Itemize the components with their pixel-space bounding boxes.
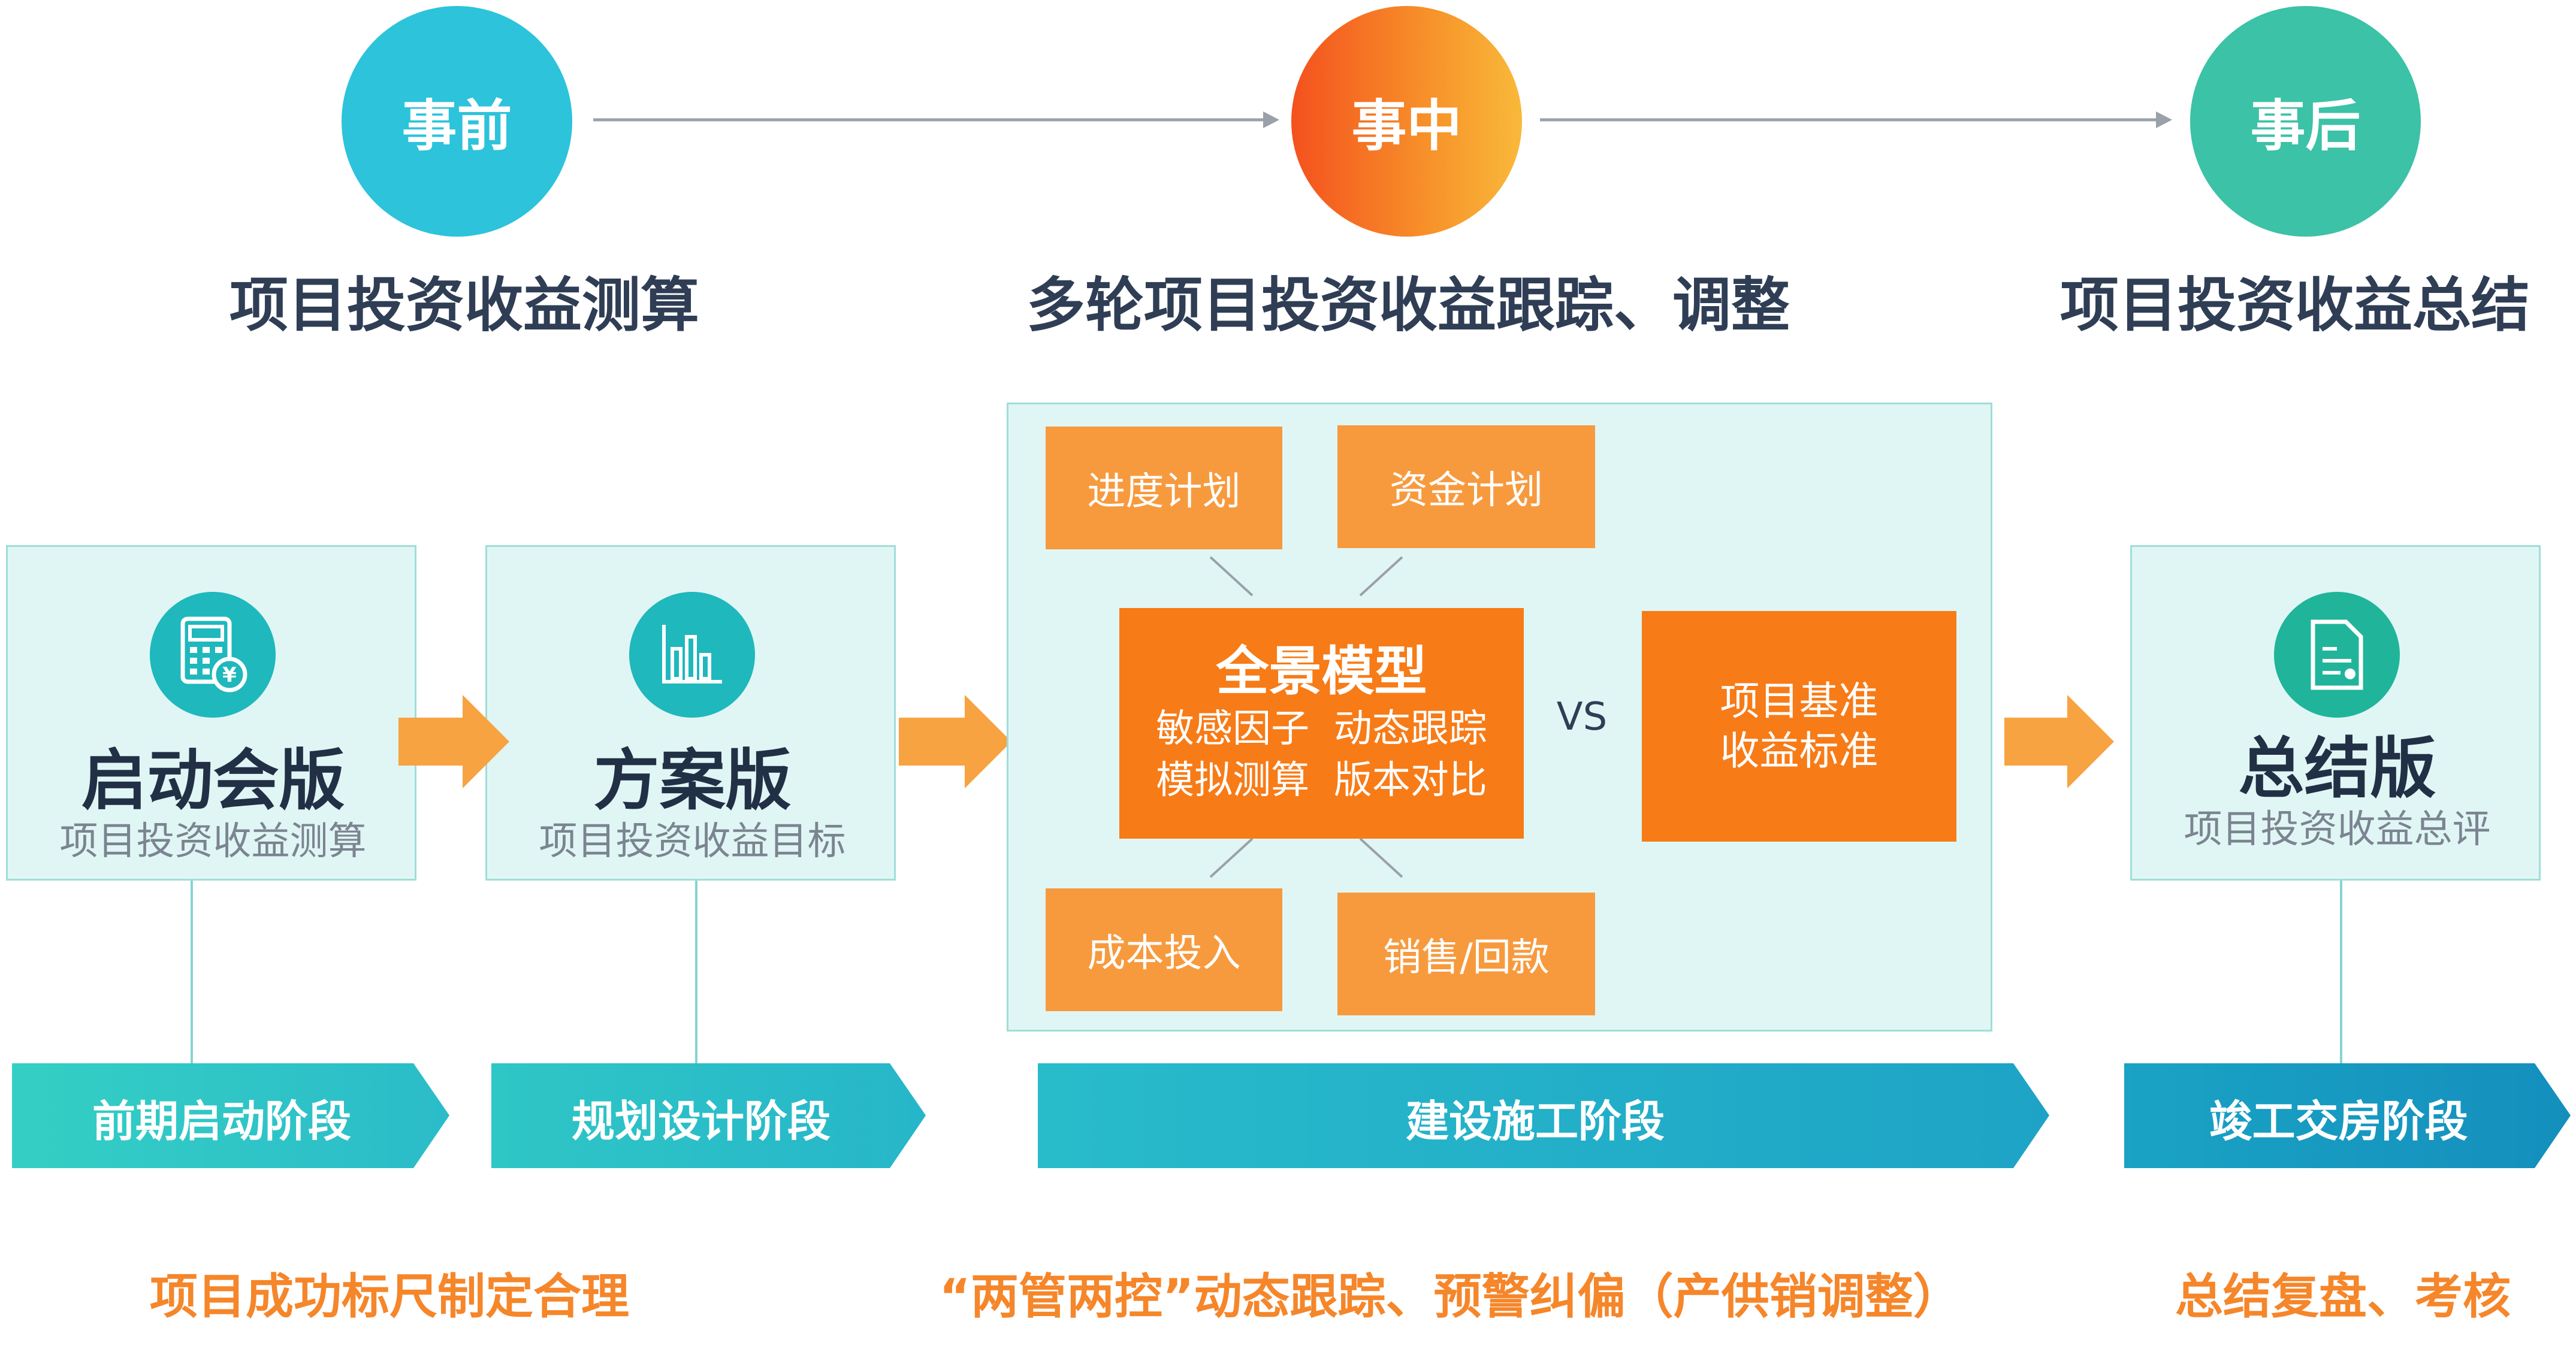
stage-plan-title: 方案版 xyxy=(593,742,792,819)
baseline-box: 项目基准 收益标准 xyxy=(1642,611,1956,842)
stage-kickoff-box: ¥ 启动会版 项目投资收益测算 xyxy=(6,545,416,881)
banner-handover-shape xyxy=(2124,1063,2571,1168)
phase-during-label: 事中 xyxy=(1351,94,1462,158)
panorama-model-title: 全景模型 xyxy=(1216,640,1427,703)
flow-arrows xyxy=(398,695,2114,788)
stage-summary-box: 总结版 项目投资收益总评 xyxy=(2130,545,2541,881)
timeline-arrows xyxy=(593,111,2172,128)
connector-kickoff xyxy=(191,881,193,1063)
note-middle: “两管两控”动态跟踪、预警纠偏（产供销调整） xyxy=(939,1269,1961,1324)
phase-after-title: 项目投资收益总结 xyxy=(2059,271,2530,340)
banner-design: 规划设计阶段 xyxy=(571,1096,831,1147)
banner-early-shape xyxy=(12,1063,449,1168)
banner-handover: 竣工交房阶段 xyxy=(2209,1096,2468,1147)
connector-plan xyxy=(695,881,697,1063)
svg-text:¥: ¥ xyxy=(222,663,237,687)
note-left: 项目成功标尺制定合理 xyxy=(150,1269,629,1324)
panorama-model-line2: 模拟测算 版本对比 xyxy=(1156,758,1487,803)
funding-plan-box: 资金计划 xyxy=(1337,425,1595,548)
document-icon xyxy=(2274,592,2400,718)
note-right: 总结复盘、考核 xyxy=(2175,1269,2511,1324)
connector-summary xyxy=(2340,881,2342,1063)
stage-summary-title: 总结版 xyxy=(2238,730,2436,807)
phase-before-circle: 事前 xyxy=(342,6,572,237)
panorama-model-line1: 敏感因子 动态跟踪 xyxy=(1156,706,1487,751)
model-connectors xyxy=(1209,556,1403,878)
stage-kickoff-title: 启动会版 xyxy=(81,742,345,819)
stage-kickoff-subtitle: 项目投资收益测算 xyxy=(59,819,367,864)
stage-plan-box: 方案版 项目投资收益目标 xyxy=(485,545,896,881)
panorama-model-box: 全景模型 敏感因子 动态跟踪 模拟测算 版本对比 xyxy=(1119,608,1524,839)
phase-during-circle: 事中 xyxy=(1291,6,1522,237)
stage-plan-subtitle: 项目投资收益目标 xyxy=(539,819,846,864)
schedule-plan-box: 进度计划 xyxy=(1046,427,1282,549)
bar-chart-icon xyxy=(629,592,755,718)
sales-collection-box: 销售/回款 xyxy=(1337,893,1595,1015)
vs-label: VS xyxy=(1556,695,1608,739)
phase-before-title: 项目投资收益测算 xyxy=(229,271,699,340)
banner-early: 前期启动阶段 xyxy=(92,1096,351,1147)
phase-after-label: 事后 xyxy=(2250,94,2361,158)
cost-input-box: 成本投入 xyxy=(1046,888,1282,1011)
banner-design-shape xyxy=(491,1063,926,1168)
stage-banners xyxy=(12,1063,2571,1168)
calculator-icon: ¥ xyxy=(150,592,276,718)
banner-build-shape xyxy=(1038,1063,2049,1168)
phase-before-label: 事前 xyxy=(401,94,512,158)
banner-build: 建设施工阶段 xyxy=(1405,1096,1665,1147)
baseline-line1: 项目基准 xyxy=(1720,678,1879,724)
phase-after-circle: 事后 xyxy=(2190,6,2421,237)
phase-during-title: 多轮项目投资收益跟踪、调整 xyxy=(1026,271,1790,340)
baseline-line2: 收益标准 xyxy=(1720,727,1879,774)
stage-summary-subtitle: 项目投资收益总评 xyxy=(2184,808,2491,852)
